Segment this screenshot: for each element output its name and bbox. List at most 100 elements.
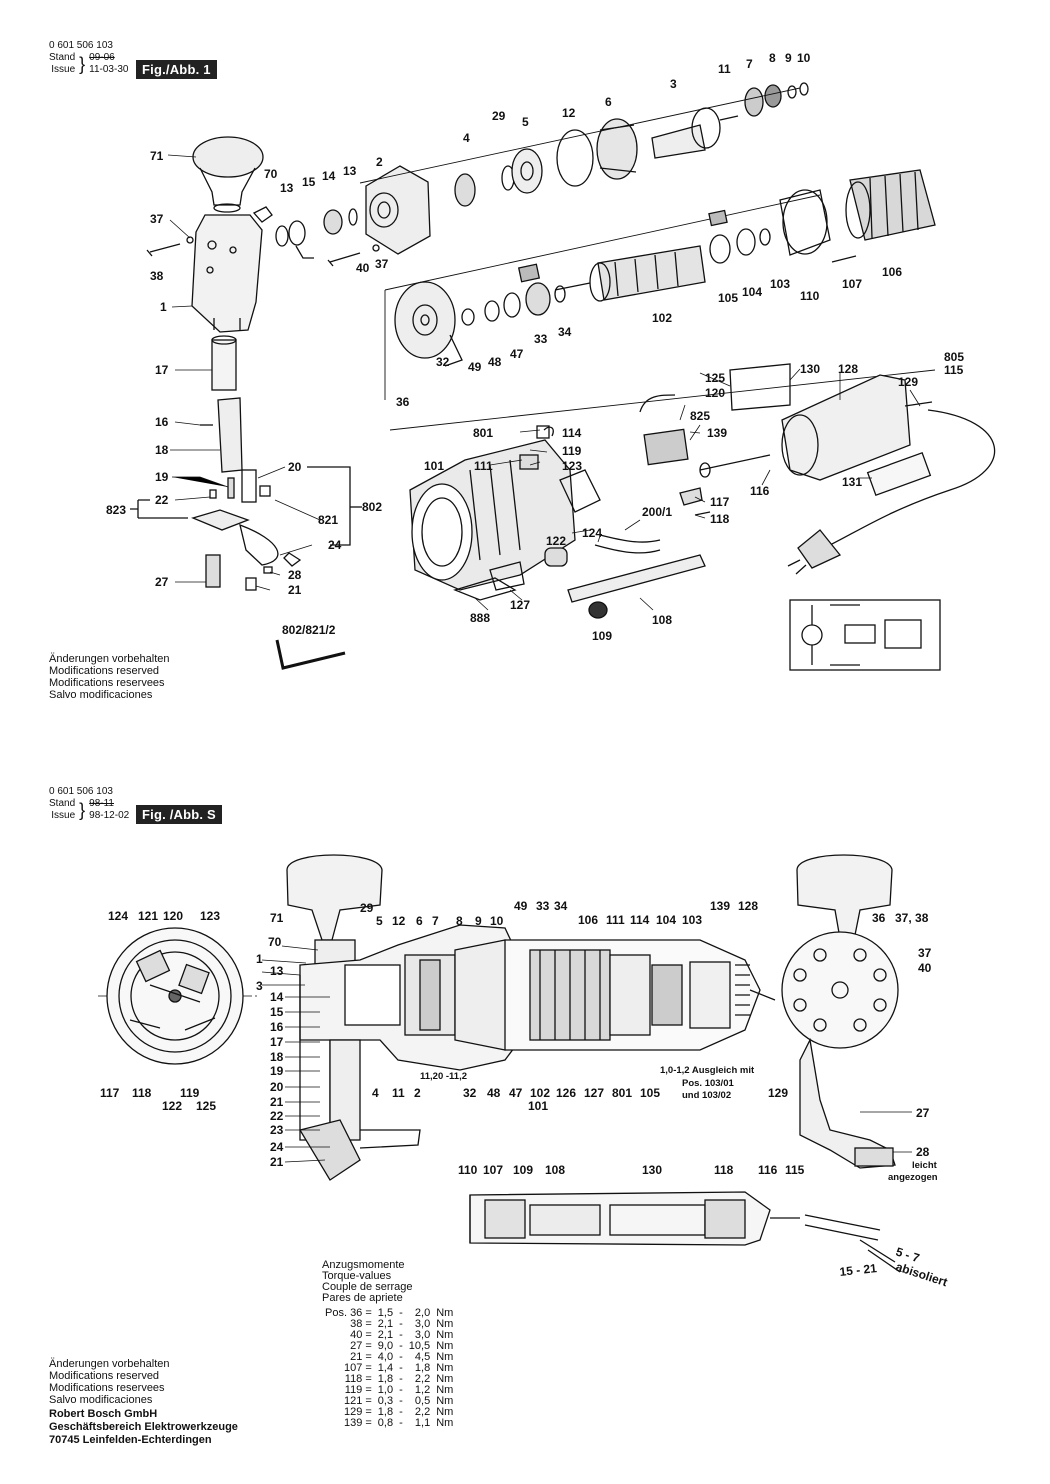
part-callout-c2_115: 115 xyxy=(785,1163,805,1177)
part-callout-c2_15: 15 xyxy=(270,1005,284,1019)
part-callout-c2_128: 128 xyxy=(738,899,758,913)
torque-pos: 107 = xyxy=(343,1362,372,1374)
part-callout-c1_122: 122 xyxy=(546,534,566,548)
torque-unit: Nm xyxy=(436,1417,454,1429)
note-line: Änderungen vorbehalten xyxy=(49,1358,170,1370)
part-callout-c1_17: 17 xyxy=(155,363,169,377)
torque-max: 1,2 xyxy=(414,1384,431,1396)
part-callout-c2_40: 40 xyxy=(918,961,932,975)
part-callout-c2_122: 122 xyxy=(162,1099,182,1113)
brace-icon: } xyxy=(79,54,86,74)
note-line: Änderungen vorbehalten xyxy=(49,653,170,665)
part-callout-c2_102: 102 xyxy=(530,1086,550,1100)
part-callout-c1_108: 108 xyxy=(652,613,672,627)
part-callout-c2_37: 37 xyxy=(918,946,932,960)
part-callout-c2_130: 130 xyxy=(642,1163,662,1177)
torque-min: 1,8 xyxy=(377,1406,394,1418)
part-callout-c2_11: 11 xyxy=(392,1086,405,1100)
part-callout-c1_103: 103 xyxy=(770,277,790,291)
torque-unit: Nm xyxy=(436,1362,454,1374)
part-callout-c1_107: 107 xyxy=(842,277,862,291)
part-callout-c1_21: 21 xyxy=(288,583,302,597)
torque-dash: - xyxy=(399,1307,403,1319)
torque-max: 1,8 xyxy=(414,1362,431,1374)
part-callout-c2_adj1: 1,0-1,2 Ausgleich mit xyxy=(660,1065,755,1076)
part-callout-c2_13: 13 xyxy=(270,964,284,978)
part-callout-c2_123: 123 xyxy=(200,909,220,923)
gear-housing-2 xyxy=(365,165,431,255)
part-callout-c1_131: 131 xyxy=(842,475,862,489)
end-view-brush-circle xyxy=(106,927,244,1065)
die-holder-22-24 xyxy=(191,485,302,591)
torque-max: 2,0 xyxy=(414,1307,431,1319)
note-line: Salvo modificaciones xyxy=(49,689,153,701)
note-line: Modifications reservees xyxy=(49,677,165,689)
part-callout-c2_107: 107 xyxy=(483,1163,503,1177)
torque-dash: - xyxy=(399,1362,403,1374)
part-callout-c1_16: 16 xyxy=(155,415,169,429)
part-callout-c1_125: 125 xyxy=(705,371,725,385)
torque-min: 4,0 xyxy=(377,1351,394,1363)
part-callout-c1_825: 825 xyxy=(690,409,710,423)
part-callout-c1_34: 34 xyxy=(558,325,572,339)
torque-max: 3,0 xyxy=(414,1329,431,1341)
note-line: Modifications reserved xyxy=(49,665,160,677)
part-callout-c1_15: 15 xyxy=(302,175,316,189)
part-callout-c1_2: 2 xyxy=(376,155,383,169)
sheet2-figure-tag: Fig. /Abb. S xyxy=(136,805,222,824)
part-callout-c1_805: 805 xyxy=(944,350,964,364)
part-callout-c2_121: 121 xyxy=(138,909,158,923)
torque-dash: - xyxy=(399,1395,403,1407)
part-callout-c2_70: 70 xyxy=(268,935,282,949)
torque-pos: 139 = xyxy=(343,1417,372,1429)
torque-dash: - xyxy=(399,1373,403,1385)
part-callout-c1_3: 3 xyxy=(670,77,677,91)
note-line: Modifications reservees xyxy=(49,1382,165,1394)
part-callout-c2_27: 27 xyxy=(916,1106,930,1120)
torque-unit: Nm xyxy=(436,1307,454,1319)
torque-unit: Nm xyxy=(436,1318,454,1330)
part-callout-c1_129: 129 xyxy=(898,375,918,389)
torque-values-block: Anzugsmomente Torque-values Couple de se… xyxy=(322,1260,456,1429)
part-callout-c2_127: 127 xyxy=(584,1086,604,1100)
armature-102 xyxy=(461,228,771,326)
part-callout-c2_117: 117 xyxy=(100,1086,120,1100)
torque-title-line: Pares de apriete xyxy=(322,1292,403,1304)
part-callout-c1_128: 128 xyxy=(838,362,858,376)
torque-max: 2,2 xyxy=(414,1406,431,1418)
wires-200-1-122-124 xyxy=(544,534,661,567)
part-callout-c1_71: 71 xyxy=(150,149,164,163)
torque-dash: - xyxy=(399,1417,403,1429)
part-callout-c1_29: 29 xyxy=(492,109,506,123)
power-cord-115 xyxy=(787,409,996,575)
part-callout-c1_7: 7 xyxy=(746,57,753,71)
handle-knob-71 xyxy=(192,136,264,213)
part-callout-c1_111: 111 xyxy=(474,459,493,473)
part-callout-c2_5: 5 xyxy=(376,914,383,928)
part-callout-c1_49: 49 xyxy=(468,360,482,374)
torque-min: 1,0 xyxy=(377,1384,394,1396)
brush-spring-116 xyxy=(679,454,771,516)
sheet1-figure-tag: Fig./Abb. 1 xyxy=(136,60,217,79)
torque-unit: Nm xyxy=(436,1351,454,1363)
part-callout-c1_37b: 37 xyxy=(375,257,389,271)
torque-dash: - xyxy=(399,1384,403,1396)
part-callout-c2_118: 118 xyxy=(132,1086,152,1100)
part-callout-c1_40: 40 xyxy=(356,261,370,275)
part-callout-c1_821: 821 xyxy=(318,513,338,527)
torque-max: 2,2 xyxy=(414,1373,431,1385)
part-callout-c2_109: 109 xyxy=(513,1163,533,1177)
part-callout-c2_7: 7 xyxy=(432,914,439,928)
part-callout-c1_8: 8 xyxy=(769,51,776,65)
motor-section-102 xyxy=(504,939,776,1051)
part-callout-c1_6: 6 xyxy=(605,95,612,109)
part-callout-c2_1521: 15 - 21 xyxy=(839,1261,878,1279)
part-callout-c2_17: 17 xyxy=(270,1035,284,1049)
